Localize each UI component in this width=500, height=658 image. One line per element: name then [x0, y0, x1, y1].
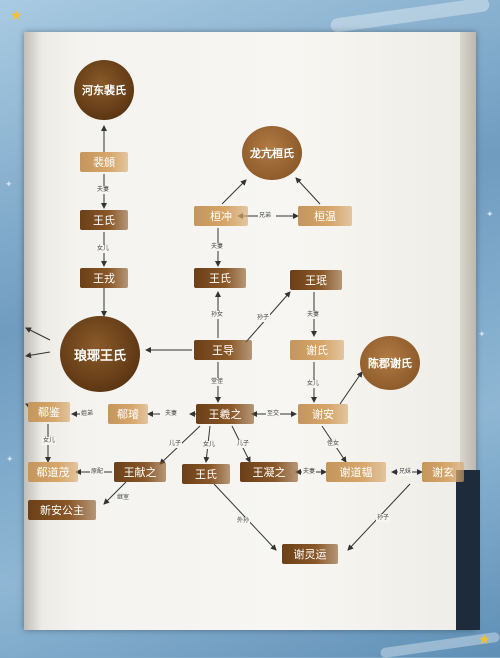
relation-label: 原配 [90, 468, 105, 476]
star-icon: ★ [10, 8, 23, 24]
relation-label: 兄妹 [398, 468, 413, 476]
relation-label: 夫妻 [306, 311, 321, 319]
relation-label: 夫妻 [164, 410, 179, 418]
person-node: 王导 [194, 340, 252, 360]
person-node: 桓冲 [194, 206, 248, 226]
sparkle-icon: ✦ [486, 210, 494, 220]
person-node: 谢道韫 [326, 462, 386, 482]
person-node: 王珉 [290, 270, 342, 290]
person-node: 王戎 [80, 268, 128, 288]
person-node: 郗道茂 [28, 462, 78, 482]
background-object [456, 470, 480, 630]
relation-label: 夫妻 [96, 186, 111, 194]
person-node: 裴頠 [80, 152, 128, 172]
person-node: 谢玄 [422, 462, 464, 482]
person-node: 谢氏 [290, 340, 344, 360]
clan-langya-wang: 琅琊王氏 [60, 316, 140, 392]
clan-longkang-huan: 龙亢桓氏 [242, 126, 302, 180]
person-node: 王氏 [80, 210, 128, 230]
person-node: 谢安 [298, 404, 348, 424]
person-node: 谢灵运 [282, 544, 338, 564]
clan-label: 龙亢桓氏 [250, 147, 294, 160]
person-node: 郗鉴 [28, 402, 70, 422]
clan-label: 琅琊王氏 [73, 348, 126, 364]
relation-label: 继室 [116, 494, 131, 502]
person-node: 王凝之 [240, 462, 298, 482]
relation-label: 女儿 [306, 380, 321, 388]
relation-label: 夫妻 [210, 243, 225, 251]
person-node: 王献之 [114, 462, 166, 482]
sparkle-icon: ✦ [6, 455, 14, 465]
relation-label: 孙子 [376, 514, 391, 522]
relation-label: 孙子 [256, 314, 271, 322]
relation-label: 孙女 [210, 311, 225, 319]
relation-label: 儿子 [236, 440, 251, 448]
relation-label: 兄弟 [258, 212, 273, 220]
sparkle-icon: ✦ [478, 330, 486, 340]
person-node: 桓温 [298, 206, 352, 226]
relation-label: 夫妻 [302, 468, 317, 476]
relation-label: 姐弟 [80, 410, 95, 418]
relation-label: 外孙 [236, 517, 251, 525]
relation-label: 女儿 [96, 245, 111, 253]
person-node: 王羲之 [196, 404, 254, 424]
clan-label: 陈郡谢氏 [368, 357, 412, 370]
relation-label: 至交 [266, 410, 281, 418]
clan-chenjun-xie: 陈郡谢氏 [360, 336, 420, 390]
person-node: 王氏 [194, 268, 246, 288]
relation-label: 侄女 [326, 440, 341, 448]
relation-label: 堂侄 [210, 378, 225, 386]
person-node: 郗璿 [108, 404, 148, 424]
relation-label: 女儿 [202, 441, 217, 449]
person-node: 新安公主 [28, 500, 96, 520]
clan-hedong-pei: 河东裴氏 [74, 60, 134, 120]
relation-label: 女儿 [42, 437, 57, 445]
clan-label: 河东裴氏 [82, 84, 126, 97]
person-node: 王氏 [182, 464, 230, 484]
sparkle-icon: ✦ [5, 180, 13, 190]
relation-label: 儿子 [168, 440, 183, 448]
star-icon: ★ [478, 632, 491, 648]
